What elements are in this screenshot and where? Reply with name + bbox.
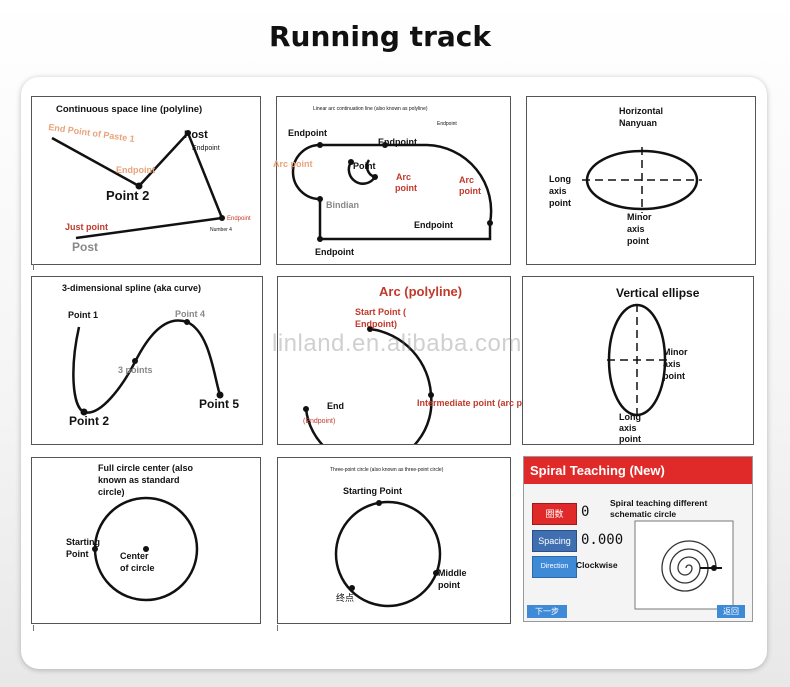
- full-circle-drawing: [92, 496, 199, 602]
- center-label1: Center: [120, 551, 149, 561]
- spiral-header: Spiral Teaching (New): [524, 457, 752, 484]
- direction-value: Clockwise: [576, 560, 618, 570]
- minor-axis-label3: point: [627, 236, 649, 246]
- endpoint-tl-label: Endpoint: [288, 128, 327, 138]
- just-point-label: Just point: [65, 222, 108, 232]
- title-line2: known as standard: [98, 475, 180, 485]
- long-axis-label1: Long: [549, 174, 571, 184]
- spiral-body: Spiral teaching different schematic circ…: [524, 484, 752, 621]
- long-axis-label3: point: [619, 434, 641, 444]
- vertical-ellipse-drawing: [607, 303, 669, 417]
- long-axis-label2: axis: [619, 423, 637, 433]
- spiral-schematic-icon: [634, 520, 734, 610]
- end-label: End: [327, 401, 344, 411]
- arc-point-right-label1: Arc: [459, 175, 475, 185]
- horizontal-ellipse-drawing: [582, 147, 702, 213]
- long-axis-label1: Long: [619, 412, 641, 422]
- starting-label2: Point: [66, 549, 89, 559]
- endpoint-top-label: Endpoint: [192, 145, 220, 152]
- panel-linear-arc: Linear arc continuation line (also known…: [273, 96, 511, 265]
- arc-drawing: [303, 326, 434, 444]
- panel-title: Linear arc continuation line (also known…: [313, 106, 428, 112]
- title-line3: circle): [98, 487, 125, 497]
- spacing-value: 0.000: [581, 532, 624, 548]
- long-axis-label2: axis: [549, 186, 567, 196]
- panel-polyline: Continuous space line (polyline) End Poi…: [31, 96, 261, 265]
- start-point-label2: Endpoint): [355, 319, 397, 329]
- middle-point-label2: point: [438, 580, 460, 590]
- point2-label: Point 2: [106, 188, 150, 203]
- center-label2: of circle: [120, 563, 155, 573]
- title-line1: Horizontal: [619, 106, 663, 116]
- arc-point-mid-label1: Arc: [396, 172, 412, 182]
- panel-arc: Arc (polyline) Start Point ( Endpoint) E…: [277, 276, 542, 445]
- panel-title: Arc (polyline): [379, 284, 463, 299]
- post-top-label: Post: [184, 129, 208, 141]
- intermediate-label: Intermediate point (arc point): [417, 398, 542, 408]
- panel-spline: 3-dimensional spline (aka curve) Point 1…: [31, 276, 263, 445]
- circles-value: 0: [581, 504, 590, 520]
- page-title: Running track: [269, 20, 491, 53]
- endpoint-bl-label: Endpoint: [315, 247, 354, 257]
- endpoint-br-label: Endpoint: [414, 220, 453, 230]
- end-point-cn-label: 终点: [336, 593, 355, 603]
- panel-vertical-ellipse: Vertical ellipse Minor axis point Long a…: [522, 276, 754, 445]
- endpoint-center-label: Endpoint: [378, 137, 417, 147]
- panel-spiral-teaching: Spiral Teaching (New) Spiral teaching di…: [523, 456, 753, 622]
- panel-three-point-circle: Three-point circle (also known as three-…: [277, 457, 511, 624]
- title-line1: Full circle center (also: [98, 463, 194, 473]
- direction-button[interactable]: Direction: [532, 556, 577, 578]
- point2-label: Point 2: [69, 414, 110, 428]
- panel-full-circle: Full circle center (also known as standa…: [31, 457, 261, 624]
- panel-title: 3-dimensional spline (aka curve): [62, 283, 202, 293]
- divider-tick: [277, 625, 278, 631]
- divider-tick: [33, 264, 34, 270]
- point1-label: Point 1: [68, 310, 99, 320]
- minor-axis-label2: axis: [663, 359, 681, 369]
- polyline-drawing: [51, 130, 225, 240]
- spline-drawing: [72, 319, 224, 416]
- spiral-desc-line2: schematic circle: [610, 509, 677, 519]
- spiral-desc-line1: Spiral teaching different: [610, 498, 708, 508]
- panel-horizontal-ellipse: Horizontal Nanyuan Long axis point Minor…: [526, 96, 756, 265]
- spacing-button[interactable]: Spacing: [532, 530, 577, 552]
- arc-point-right-label2: point: [459, 186, 481, 196]
- panel-title: Three-point circle (also known as three-…: [330, 467, 444, 473]
- minor-axis-label3: point: [663, 371, 685, 381]
- three-point-circle-drawing: [334, 500, 442, 608]
- endpoint-small-label: Endpoint: [437, 121, 457, 127]
- panel-title: Vertical ellipse: [616, 286, 700, 300]
- endpoint-mid-label: Endpoint: [116, 165, 155, 175]
- number4-label: Number 4: [210, 227, 232, 233]
- minor-axis-label1: Minor: [663, 347, 688, 357]
- point4-label: Point 4: [175, 309, 206, 319]
- divider-tick: [33, 625, 34, 631]
- linear-arc-drawing: [291, 142, 493, 242]
- minor-axis-label2: axis: [627, 224, 645, 234]
- back-button[interactable]: 返回: [717, 605, 745, 618]
- minor-axis-label1: Minor: [627, 212, 652, 222]
- point-label: Point: [353, 161, 376, 171]
- bindian-label: Bindian: [326, 200, 359, 210]
- circles-button[interactable]: 圈数: [532, 503, 577, 525]
- long-axis-label3: point: [549, 198, 571, 208]
- panel-title: Continuous space line (polyline): [56, 104, 203, 115]
- title-line2: Nanyuan: [619, 118, 658, 128]
- post-bottom-label: Post: [72, 240, 99, 254]
- watermark: linland.en.alibaba.com: [272, 330, 522, 357]
- next-step-button[interactable]: 下一步: [527, 605, 567, 618]
- starting-point-label: Starting Point: [343, 486, 402, 496]
- starting-label1: Starting: [66, 537, 101, 547]
- end-sub-label: (Endpoint): [303, 418, 336, 425]
- endpoint-right-label: Endpoint: [227, 216, 251, 222]
- point5-label: Point 5: [199, 397, 240, 411]
- arc-point-mid-label2: point: [395, 183, 417, 193]
- start-point-label1: Start Point (: [355, 307, 406, 317]
- arc-point-left-label: Arc point: [273, 159, 313, 169]
- middle-point-label1: Middle: [438, 568, 467, 578]
- three-points-label: 3 points: [118, 365, 153, 375]
